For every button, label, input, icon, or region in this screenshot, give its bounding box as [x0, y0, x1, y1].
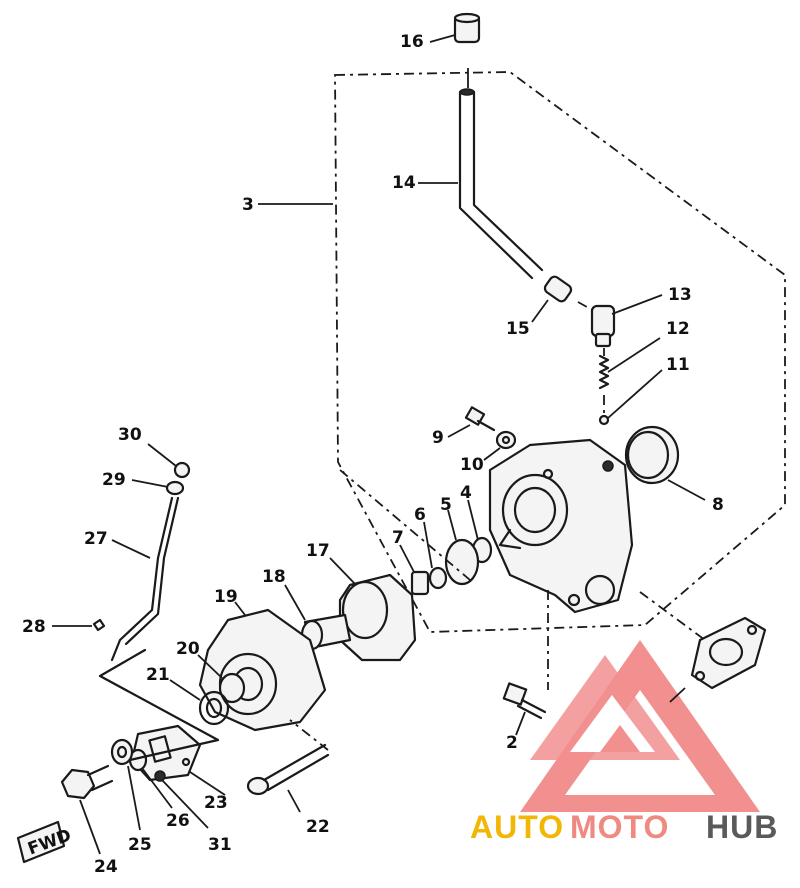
- bracket-reference-lines: [98, 648, 220, 762]
- bolt-part-9: [447, 406, 496, 438]
- label-part-10: 10: [460, 455, 484, 475]
- label-part-22: 22: [306, 817, 330, 837]
- long-bolt-part-22: [246, 719, 330, 813]
- label-part-6: 6: [414, 505, 426, 525]
- bolt-part-2: [502, 682, 547, 736]
- hose-part-14: [418, 68, 544, 280]
- label-part-4: 4: [460, 483, 472, 503]
- label-part-27: 27: [84, 529, 108, 549]
- assembly-boundary-dashed: [334, 71, 786, 633]
- label-part-12: 12: [666, 319, 690, 339]
- watermark-moto: MOTO: [570, 809, 669, 845]
- pin-part-7: [399, 544, 430, 596]
- label-part-18: 18: [262, 567, 286, 587]
- nut-part-30: [147, 443, 191, 479]
- forward-arrow-icon: FWD: [16, 820, 74, 864]
- watermark-auto: AUTO: [470, 809, 564, 845]
- gasket: [639, 591, 767, 703]
- housing-part-17: [329, 557, 417, 662]
- label-part-14: 14: [392, 173, 416, 193]
- plate-part-23: [130, 724, 226, 796]
- label-part-7: 7: [392, 528, 404, 548]
- label-part-13: 13: [668, 285, 692, 305]
- part-number-labels: 16 3 14 13 15 12 11 30 9 29 10 8 4 27 6 …: [22, 32, 724, 877]
- washer-part-25: [110, 738, 141, 831]
- label-part-29: 29: [102, 470, 126, 490]
- label-part-5: 5: [440, 495, 452, 515]
- cap-part-16: [429, 12, 481, 44]
- label-part-25: 25: [128, 835, 152, 855]
- clip-part-28: [52, 618, 106, 632]
- label-part-9: 9: [432, 428, 444, 448]
- label-part-15: 15: [506, 319, 530, 339]
- shaft-axis: [339, 469, 471, 581]
- label-part-24: 24: [94, 857, 118, 877]
- label-part-28: 28: [22, 617, 46, 637]
- cover-part-8: [624, 425, 706, 501]
- label-part-31: 31: [208, 835, 232, 855]
- label-part-23: 23: [204, 793, 228, 813]
- label-part-19: 19: [214, 587, 238, 607]
- link-rod-part-27: [110, 496, 180, 662]
- washer-part-29: [131, 479, 185, 496]
- elbow-fitting-part-13: [577, 294, 663, 348]
- label-part-16: 16: [400, 32, 424, 52]
- label-part-11: 11: [666, 355, 690, 375]
- washer-part-26: [128, 748, 173, 809]
- label-part-30: 30: [118, 425, 142, 445]
- seal-part-20: [197, 654, 246, 704]
- label-part-26: 26: [166, 811, 190, 831]
- watermark-hub: HUB: [706, 809, 778, 845]
- impeller-part-5: [444, 509, 480, 586]
- hex-bolt-part-24: [60, 764, 114, 855]
- automotohub-logo-icon: [520, 640, 760, 812]
- clamp-part-15: [531, 275, 573, 323]
- washer-part-10: [483, 430, 517, 461]
- spring-part-12: [598, 337, 661, 390]
- label-part-21: 21: [146, 665, 170, 685]
- o-ring-part-21: [169, 679, 230, 726]
- watermark-text: AUTO MOTO HUB: [470, 809, 778, 845]
- label-part-20: 20: [176, 639, 200, 659]
- pump-body: [488, 438, 634, 690]
- ball-part-11: [598, 369, 663, 426]
- label-part-3: 3: [242, 195, 254, 215]
- label-part-17: 17: [306, 541, 330, 561]
- label-part-2: 2: [506, 733, 518, 753]
- nut-part-31: [154, 770, 209, 829]
- label-part-8: 8: [712, 495, 724, 515]
